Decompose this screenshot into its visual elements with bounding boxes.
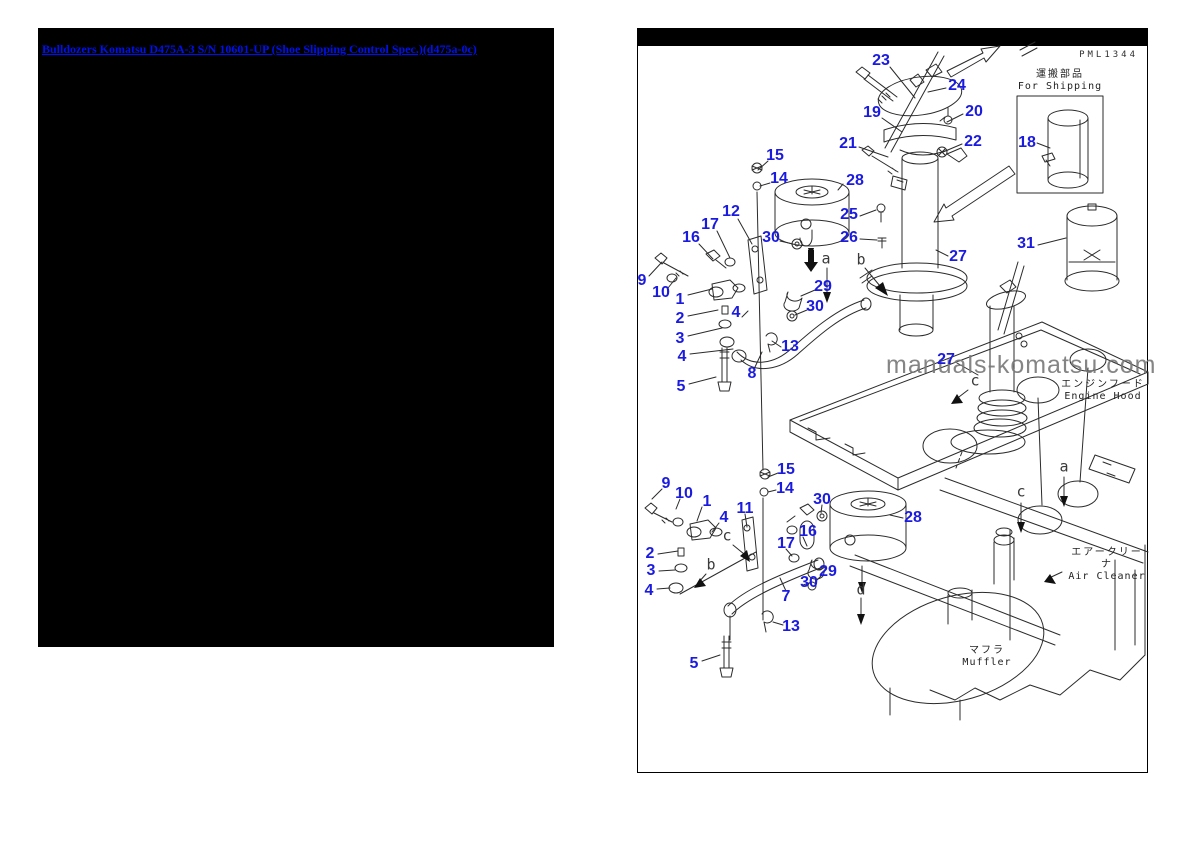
part-label-jp: エアークリーナ xyxy=(1071,547,1143,570)
callout-21: 21 xyxy=(839,135,857,152)
callout-10: 10 xyxy=(675,485,693,502)
callout-29: 29 xyxy=(819,563,837,580)
callout-8: 8 xyxy=(747,365,757,382)
callout-3: 3 xyxy=(646,562,656,579)
callout-5: 5 xyxy=(676,378,686,395)
callout-26: 26 xyxy=(840,229,858,246)
callout-2: 2 xyxy=(645,545,655,562)
callout-16: 16 xyxy=(799,523,817,540)
part-label-en: Air Cleaner xyxy=(1068,571,1146,582)
callout-4: 4 xyxy=(719,509,729,526)
callout-19: 19 xyxy=(863,104,881,121)
part-label-jp: エンジンフード xyxy=(1061,379,1145,390)
callout-31: 31 xyxy=(1017,235,1035,252)
ref-letter-c: c xyxy=(1016,482,1026,501)
callout-27: 27 xyxy=(949,248,967,265)
callout-4: 4 xyxy=(644,582,654,599)
callout-9: 9 xyxy=(637,272,647,289)
callout-17: 17 xyxy=(701,216,719,233)
callout-23: 23 xyxy=(872,52,890,69)
callout-27: 27 xyxy=(937,351,955,368)
plate-code: PML1344 xyxy=(1079,50,1138,60)
ref-letter-a: a xyxy=(1059,457,1069,476)
callout-30: 30 xyxy=(813,491,831,508)
callout-12: 12 xyxy=(722,203,740,220)
callout-18: 18 xyxy=(1018,134,1036,151)
callout-30: 30 xyxy=(806,298,824,315)
callout-25: 25 xyxy=(840,206,858,223)
callout-20: 20 xyxy=(965,103,983,120)
callout-9: 9 xyxy=(661,475,671,492)
callout-11: 11 xyxy=(736,500,754,517)
callout-3: 3 xyxy=(675,330,685,347)
ref-letter-b: b xyxy=(706,555,716,574)
watermark-text: manuals-komatsu.com xyxy=(886,351,1157,379)
callout-7: 7 xyxy=(781,588,791,605)
part-label-jp: マフラ xyxy=(969,645,1005,656)
callout-28: 28 xyxy=(846,172,864,189)
callout-17: 17 xyxy=(777,535,795,552)
callout-30: 30 xyxy=(800,574,818,591)
callout-30: 30 xyxy=(762,229,780,246)
ref-letter-b: b xyxy=(856,250,866,269)
callout-29: 29 xyxy=(814,278,832,295)
callout-15: 15 xyxy=(766,147,784,164)
callout-28: 28 xyxy=(904,509,922,526)
part-label-en: For Shipping xyxy=(1017,81,1103,92)
callout-16: 16 xyxy=(682,229,700,246)
part-label-jp: 運搬部品 xyxy=(1036,69,1084,80)
ref-letter-a: a xyxy=(821,249,831,268)
callout-13: 13 xyxy=(782,618,800,635)
ref-letter-d: d xyxy=(856,580,866,599)
thumbnail-panel: Bulldozers Komatsu D475A-3 S/N 10601-UP … xyxy=(38,28,554,647)
callout-15: 15 xyxy=(777,461,795,478)
part-label-en: Engine Hood xyxy=(1064,391,1142,402)
callout-4: 4 xyxy=(677,348,687,365)
callout-14: 14 xyxy=(770,170,788,187)
callout-24: 24 xyxy=(948,77,966,94)
ref-letter-c: c xyxy=(970,371,980,390)
callout-13: 13 xyxy=(781,338,799,355)
callout-5: 5 xyxy=(689,655,699,672)
callout-1: 1 xyxy=(675,291,685,308)
callout-22: 22 xyxy=(964,133,982,150)
manual-title-link[interactable]: Bulldozers Komatsu D475A-3 S/N 10601-UP … xyxy=(42,42,477,56)
part-label-en: Muffler xyxy=(962,657,1012,668)
callout-4: 4 xyxy=(731,304,741,321)
callout-10: 10 xyxy=(652,284,670,301)
callout-1: 1 xyxy=(702,493,712,510)
ref-letter-c: c xyxy=(722,526,732,545)
callout-2: 2 xyxy=(675,310,685,327)
callout-14: 14 xyxy=(776,480,794,497)
